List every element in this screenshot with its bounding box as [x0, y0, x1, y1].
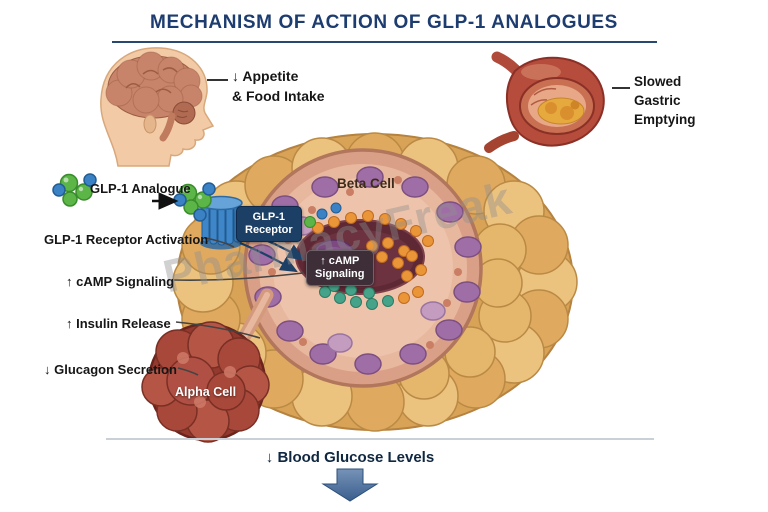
gastric-label-line1: Slowed — [634, 74, 682, 89]
page-title: MECHANISM OF ACTION OF GLP-1 ANALOGUES — [150, 12, 618, 33]
glp1-analogue-label: GLP-1 Analogue — [90, 181, 191, 196]
brain-cortex — [105, 51, 203, 119]
alpha-cell-cluster — [141, 288, 274, 443]
glp1-analogue-molecules — [52, 173, 216, 222]
insulin-granules — [312, 210, 434, 304]
blood-glucose-label: ↓ Blood Glucose Levels — [265, 449, 435, 466]
stomach-illustration — [484, 51, 605, 153]
title-divider — [112, 41, 657, 43]
beta-cell-label: Beta Cell — [337, 176, 395, 191]
insulin-release-label: ↑ Insulin Release — [66, 316, 171, 331]
gastric-emptying-label: Slowed Gastric Emptying — [634, 72, 696, 129]
receptor-activation-label: GLP-1 Receptor Activation — [44, 232, 209, 247]
camp-signaling-badge: ↑ cAMP Signaling — [306, 250, 374, 286]
appetite-label-line2: & Food Intake — [232, 88, 325, 104]
receptor-badge-line2: Receptor — [245, 224, 293, 236]
appetite-label: ↓ Appetite & Food Intake — [232, 66, 325, 106]
cytoplasm-dots — [268, 176, 462, 349]
intracellular-glp1-dots — [304, 202, 342, 228]
ear — [143, 114, 157, 134]
glp1-receptor-badge: GLP-1 Receptor — [236, 206, 302, 242]
gastric-label-line3: Emptying — [634, 112, 696, 127]
appetite-label-line1: ↓ Appetite — [232, 68, 299, 84]
blood-glucose-arrow — [321, 468, 379, 502]
camp-badge-line1: ↑ cAMP — [320, 255, 360, 267]
camp-signaling-label: ↑ cAMP Signaling — [66, 274, 175, 289]
camp-badge-line2: Signaling — [315, 268, 365, 280]
bottom-divider — [106, 438, 654, 440]
alpha-cell-label: Alpha Cell — [175, 385, 237, 399]
receptor-badge-line1: GLP-1 — [252, 211, 286, 223]
brainstem — [159, 112, 176, 142]
brain-illustration — [100, 47, 215, 167]
glucagon-secretion-label: ↓ Glucagon Secretion — [44, 362, 177, 377]
gastric-label-line2: Gastric — [634, 93, 681, 108]
brain-gyri-lines — [125, 67, 178, 94]
cerebellum — [172, 101, 196, 125]
beta-cell-nuclei — [248, 166, 482, 375]
